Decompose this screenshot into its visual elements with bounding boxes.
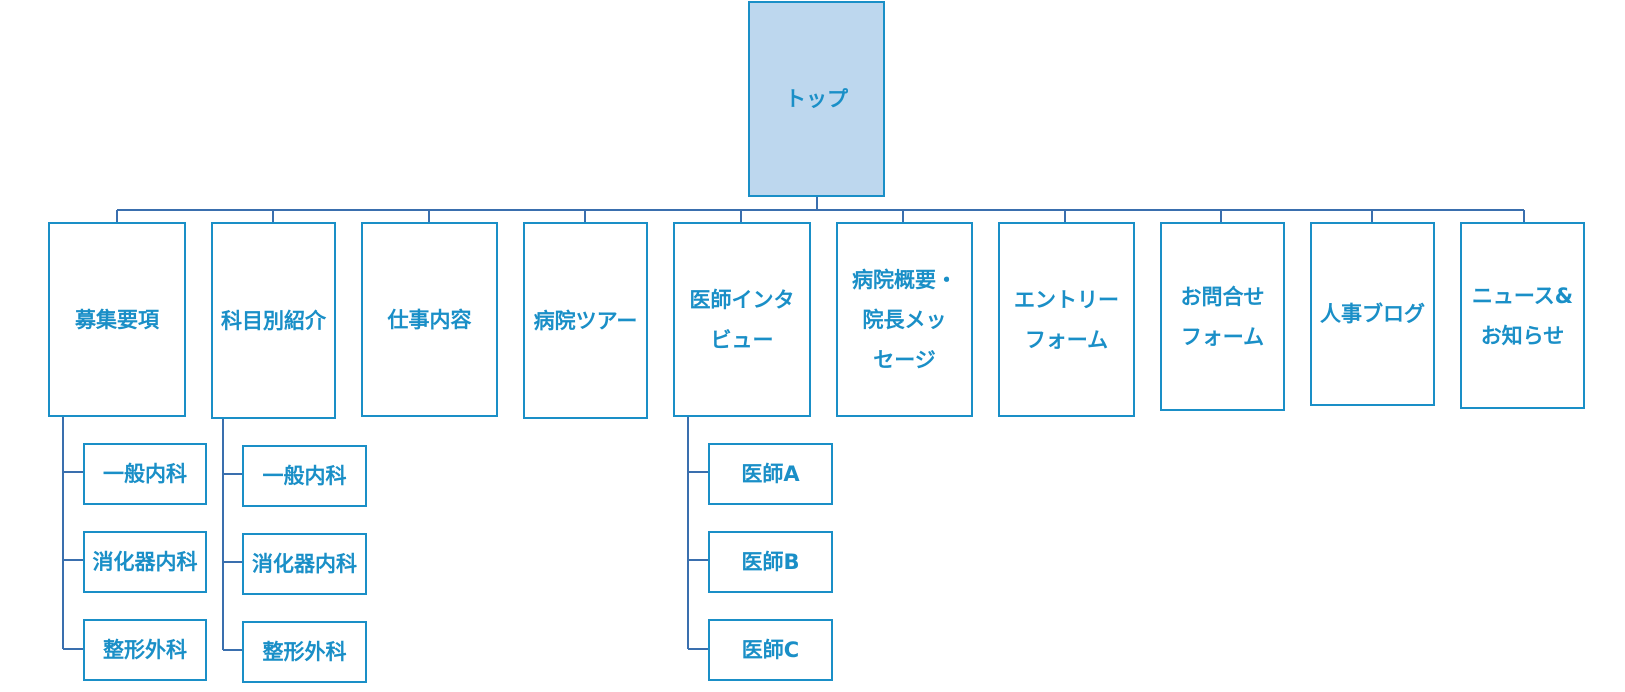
node-departments-general-internal[interactable]: 一般内科 [242, 445, 367, 507]
node-hospital-tour[interactable]: 病院ツアー [523, 222, 648, 419]
node-label: 人事ブログ [1320, 302, 1425, 326]
node-doctor-c[interactable]: 医師C [708, 619, 833, 681]
node-label: 整形外科 [262, 639, 347, 664]
node-departments[interactable]: 科目別紹介 [211, 222, 336, 419]
node-doctor-interview[interactable]: 医師インタ ビュー [673, 222, 811, 417]
node-label: お問合せ フォーム [1180, 284, 1265, 349]
node-label: 医師A [741, 461, 800, 486]
node-top-label: トップ [785, 87, 848, 111]
node-label: 募集要項 [75, 307, 159, 332]
node-label: 消化器内科 [92, 549, 198, 574]
node-label: ニュース& お知らせ [1471, 283, 1574, 348]
node-label: 一般内科 [103, 461, 187, 486]
node-recruitment-orthopedics[interactable]: 整形外科 [83, 619, 207, 681]
node-hospital-overview[interactable]: 病院概要・ 院長メッ セージ [836, 222, 973, 417]
node-label: 消化器内科 [252, 551, 357, 576]
node-recruitment-general-internal[interactable]: 一般内科 [83, 443, 207, 505]
node-label: 一般内科 [262, 463, 347, 488]
node-doctor-a[interactable]: 医師A [708, 443, 833, 505]
node-label: 病院概要・ 院長メッ セージ [852, 267, 957, 372]
node-label: 科目別紹介 [221, 308, 326, 333]
node-label: 医師インタ ビュー [689, 287, 795, 352]
node-contact-form[interactable]: お問合せ フォーム [1160, 222, 1285, 411]
node-label: 整形外科 [103, 637, 187, 662]
node-departments-gastroenterology[interactable]: 消化器内科 [242, 533, 367, 595]
node-departments-orthopedics[interactable]: 整形外科 [242, 621, 367, 683]
node-entry-form[interactable]: エントリー フォーム [998, 222, 1135, 417]
node-news[interactable]: ニュース& お知らせ [1460, 222, 1585, 409]
node-recruitment[interactable]: 募集要項 [48, 222, 186, 417]
node-label: 医師C [741, 637, 800, 662]
node-hr-blog[interactable]: 人事ブログ [1310, 222, 1435, 406]
node-job-description[interactable]: 仕事内容 [361, 222, 498, 417]
node-top[interactable]: トップ [748, 1, 885, 197]
node-doctor-b[interactable]: 医師B [708, 531, 833, 593]
node-label: 仕事内容 [387, 307, 472, 332]
node-label: 医師B [741, 549, 800, 574]
node-label: 病院ツアー [533, 308, 638, 333]
node-recruitment-gastroenterology[interactable]: 消化器内科 [83, 531, 207, 593]
node-label: エントリー フォーム [1014, 287, 1119, 352]
